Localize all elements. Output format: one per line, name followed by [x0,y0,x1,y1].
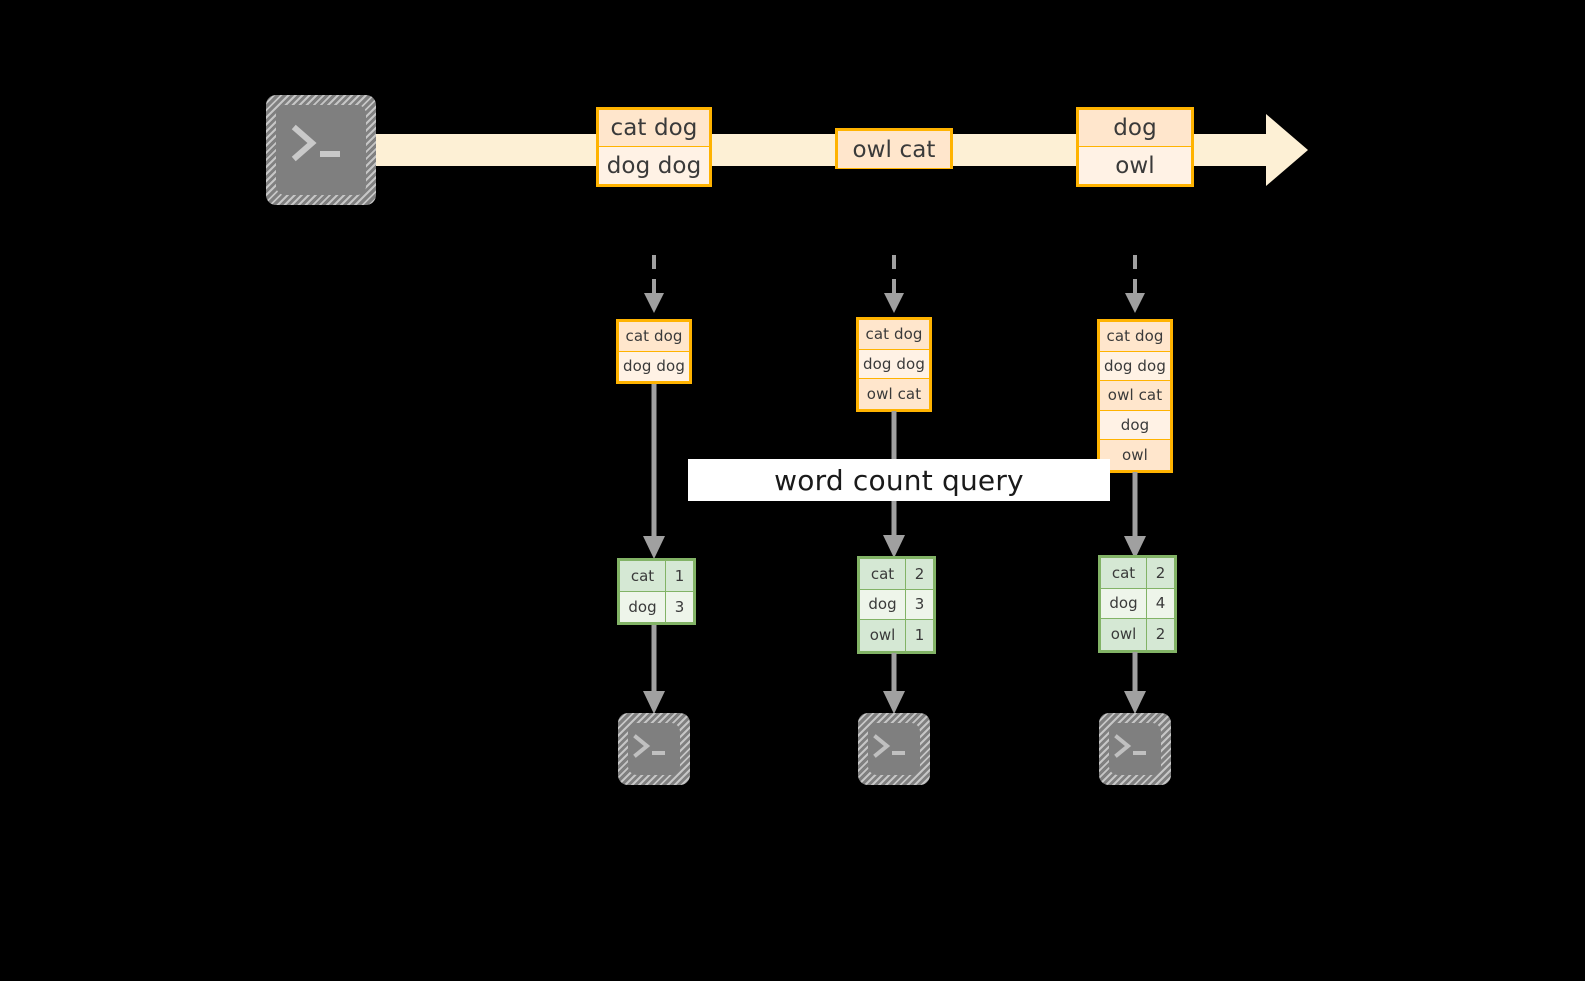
table-row: owl 2 [1101,619,1174,650]
stream-message-line: cat dog [599,110,709,147]
buffer-line: dog dog [859,349,929,379]
terminal-prompt-glyph [1114,734,1146,758]
result-word: dog [860,589,906,619]
result-word: owl [1101,619,1147,650]
query-connector-1 [643,384,665,559]
table-row: dog 3 [860,589,933,620]
buffer-line: dog [1100,410,1170,440]
sink-connector-1 [643,625,665,714]
table-row: cat 2 [860,559,933,590]
dashed-connector-3 [1125,255,1145,313]
result-count: 4 [1147,588,1174,618]
sink-connector-2 [883,653,905,714]
buffer-line: cat dog [1100,322,1170,352]
buffer-line: cat dog [619,322,689,352]
dashed-connector-2 [884,255,904,313]
dashed-connector-1 [644,255,664,313]
stream-message-1: cat dog dog dog [596,107,712,187]
result-word: cat [860,559,906,589]
result-count: 1 [906,620,933,651]
stage-1-sink-terminal-icon [618,713,690,785]
buffer-line: dog dog [1100,351,1170,381]
buffer-line: cat dog [859,320,929,350]
result-count: 3 [666,591,693,622]
buffer-line: dog dog [619,351,689,381]
stage-1-input-buffer: cat dog dog dog [616,319,692,384]
terminal-screen [628,723,680,775]
result-count: 2 [1147,619,1174,650]
terminal-prompt-glyph [873,734,905,758]
table-row: cat 1 [620,561,693,592]
result-word: dog [620,591,666,622]
source-terminal-icon [266,95,376,205]
sink-connector-3 [1124,652,1146,714]
stage-3-input-buffer: cat dog dog dog owl cat dog owl [1097,319,1173,473]
terminal-prompt-glyph [633,734,665,758]
buffer-line: owl [1100,440,1170,470]
stream-message-line: owl cat [838,131,950,168]
stream-message-line: owl [1079,147,1191,184]
query-connector-3 [1124,472,1146,559]
result-word: owl [860,620,906,651]
result-count: 1 [666,561,693,591]
stage-1-result-table: cat 1 dog 3 [617,558,696,625]
stream-message-line: dog dog [599,147,709,184]
result-word: dog [1101,588,1147,618]
stream-message-3: dog owl [1076,107,1194,187]
buffer-line: owl cat [1100,381,1170,411]
stage-2-sink-terminal-icon [858,713,930,785]
result-count: 3 [906,589,933,619]
stage-3-sink-terminal-icon [1099,713,1171,785]
stream-message-line: dog [1079,110,1191,147]
table-row: dog 3 [620,591,693,622]
result-count: 2 [1147,558,1174,588]
terminal-screen [276,105,366,195]
result-word: cat [620,561,666,591]
stage-3-result-table: cat 2 dog 4 owl 2 [1098,555,1177,653]
result-word: cat [1101,558,1147,588]
table-row: cat 2 [1101,558,1174,589]
stage-2-result-table: cat 2 dog 3 owl 1 [857,556,936,654]
stream-message-2: owl cat [835,128,953,169]
terminal-prompt-glyph [291,124,340,162]
query-label: word count query [688,459,1110,501]
stage-2-input-buffer: cat dog dog dog owl cat [856,317,932,412]
terminal-screen [868,723,920,775]
table-row: dog 4 [1101,588,1174,619]
buffer-line: owl cat [859,379,929,409]
terminal-screen [1109,723,1161,775]
table-row: owl 1 [860,620,933,651]
result-count: 2 [906,559,933,589]
